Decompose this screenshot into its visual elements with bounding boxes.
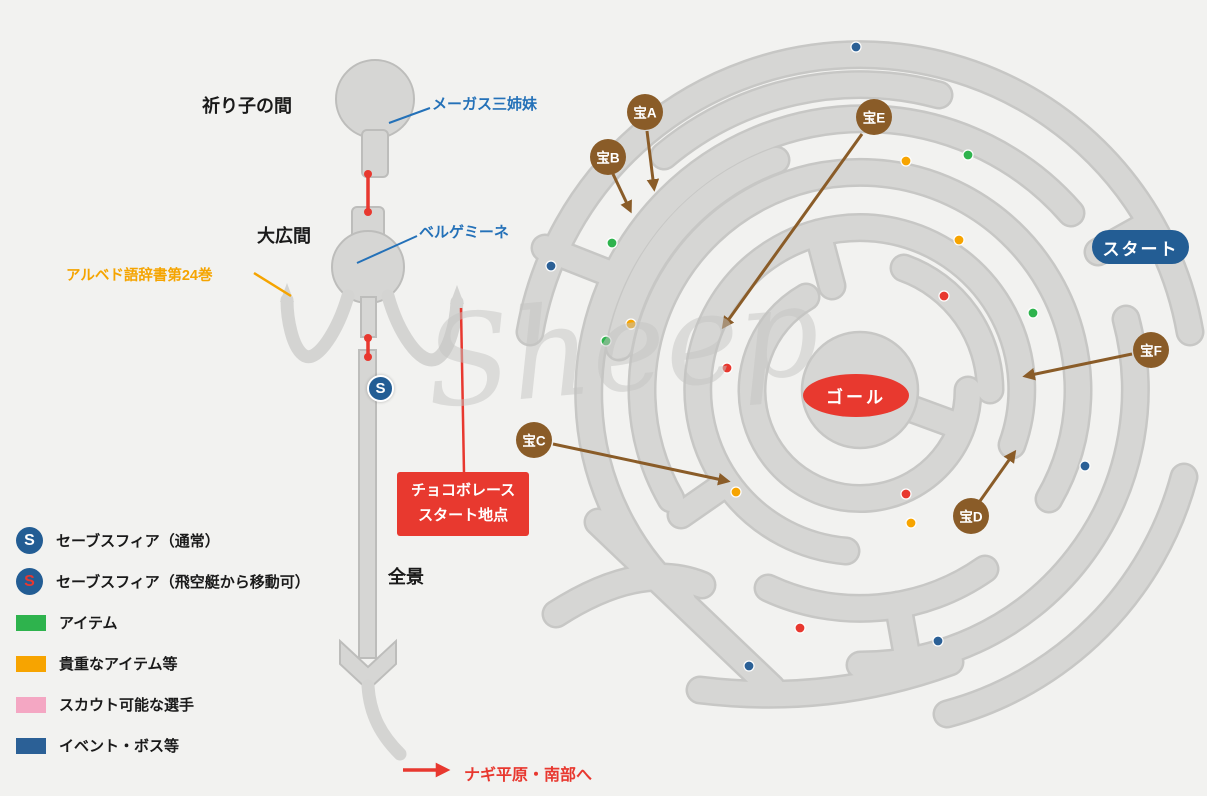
temple-structure — [331, 59, 415, 692]
goal-badge: ゴール — [803, 374, 909, 417]
course-dots — [545, 41, 1091, 672]
race-start-line1: チョコボレース — [411, 482, 516, 499]
legend-label: 貴重なアイテム等 — [59, 656, 178, 673]
primer-callout-line — [253, 271, 292, 298]
red-dot — [794, 622, 806, 634]
label-exit-south: ナギ平原・南部へ — [464, 767, 593, 784]
rare-item-swatch — [16, 655, 46, 672]
label-al-bhed-primer: アルベド語辞書第24巻 — [66, 268, 213, 284]
blue-dot — [1079, 460, 1091, 472]
save-sphere-airship-icon: S — [16, 568, 43, 595]
red-node — [364, 208, 372, 216]
treasure-label-F: 宝F — [1140, 343, 1162, 359]
treasure-markers: 宝A 宝B 宝C 宝D 宝E 宝F — [516, 94, 1169, 534]
legend-label: アイテム — [59, 615, 118, 632]
treasure-arrow-B — [611, 173, 632, 214]
treasure-label-D: 宝D — [959, 509, 983, 525]
scout-player-swatch — [16, 696, 46, 713]
save-sphere-normal-icon: S — [16, 527, 43, 554]
start-badge: スタート — [1092, 230, 1189, 264]
label-great-hall: 大広間 — [257, 226, 311, 246]
treasure-marker-A — [627, 94, 663, 130]
treasure-arrow-E — [721, 133, 864, 330]
callout-lines — [253, 107, 431, 298]
belgemine-callout-line — [356, 235, 418, 264]
race-start-line2: スタート地点 — [418, 506, 509, 524]
right-arm-path — [381, 289, 464, 367]
treasure-label-E: 宝E — [863, 110, 886, 126]
event-boss-swatch — [16, 737, 46, 754]
legend-item: アイテム — [16, 609, 310, 636]
treasure-marker-F — [1133, 332, 1169, 368]
item-swatch — [16, 614, 46, 631]
green-dot — [600, 335, 612, 347]
legend-label: セーブスフィア（飛空艇から移動可） — [56, 574, 310, 591]
green-dot — [606, 237, 618, 249]
orange-dot — [900, 155, 912, 167]
green-dot — [962, 149, 974, 161]
treasure-marker-C — [516, 422, 552, 458]
red-node — [364, 334, 372, 342]
legend-item: S セーブスフィア（通常） — [16, 527, 310, 554]
left-arm-path — [280, 289, 355, 364]
legend-item: 貴重なアイテム等 — [16, 650, 310, 677]
red-node — [364, 170, 372, 178]
race-start-callout: チョコボレース スタート地点 — [397, 472, 530, 536]
treasure-marker-B — [590, 139, 626, 175]
save-sphere-marker: S — [367, 375, 394, 402]
legend: S セーブスフィア（通常） S セーブスフィア（飛空艇から移動可） アイテム貴重なアイテ… — [16, 527, 310, 773]
blue-dot — [850, 41, 862, 53]
red-node — [364, 353, 372, 361]
blue-dot — [743, 660, 755, 672]
treasure-label-B: 宝B — [596, 150, 620, 166]
orange-dot — [730, 486, 742, 498]
fayth-chamber-room — [335, 59, 415, 139]
treasure-arrow-D — [978, 449, 1017, 502]
legend-label: スカウト可能な選手 — [59, 697, 195, 714]
orange-dot — [905, 517, 917, 529]
blue-dot — [932, 635, 944, 647]
green-dot — [1027, 307, 1039, 319]
exit-tail-path — [361, 679, 407, 761]
label-belgemine: ベルゲミーネ — [419, 224, 509, 241]
legend-label: イベント・ボス等 — [59, 738, 180, 755]
legend-item: S セーブスフィア（飛空艇から移動可） — [16, 568, 310, 595]
red-dot — [938, 290, 950, 302]
label-overview: 全景 — [388, 567, 424, 587]
treasure-arrow-A — [645, 130, 660, 192]
treasure-label-A: 宝A — [633, 105, 657, 121]
race-start-callout-line — [459, 307, 466, 474]
orange-dot — [625, 318, 637, 330]
fayth-chamber-passage — [361, 129, 389, 178]
treasure-arrow-C — [552, 442, 731, 486]
treasure-arrow-F — [1022, 352, 1133, 381]
label-fayth-chamber: 祈り子の間 — [202, 96, 292, 116]
red-dot — [721, 362, 733, 374]
treasure-marker-E — [856, 99, 892, 135]
right-arm-tip — [450, 285, 464, 304]
path-connectors — [364, 170, 466, 778]
magus-callout-line — [388, 107, 431, 124]
blue-dot — [545, 260, 557, 272]
label-magus-sisters: メーガス三姉妹 — [432, 96, 538, 113]
treasure-label-C: 宝C — [522, 433, 546, 449]
orange-dot — [953, 234, 965, 246]
treasure-marker-D — [953, 498, 989, 534]
red-dot — [900, 488, 912, 500]
hall-lower-passage — [360, 296, 377, 338]
legend-item: スカウト可能な選手 — [16, 691, 310, 718]
legend-label: セーブスフィア（通常） — [56, 533, 220, 550]
legend-item: イベント・ボス等 — [16, 732, 310, 759]
